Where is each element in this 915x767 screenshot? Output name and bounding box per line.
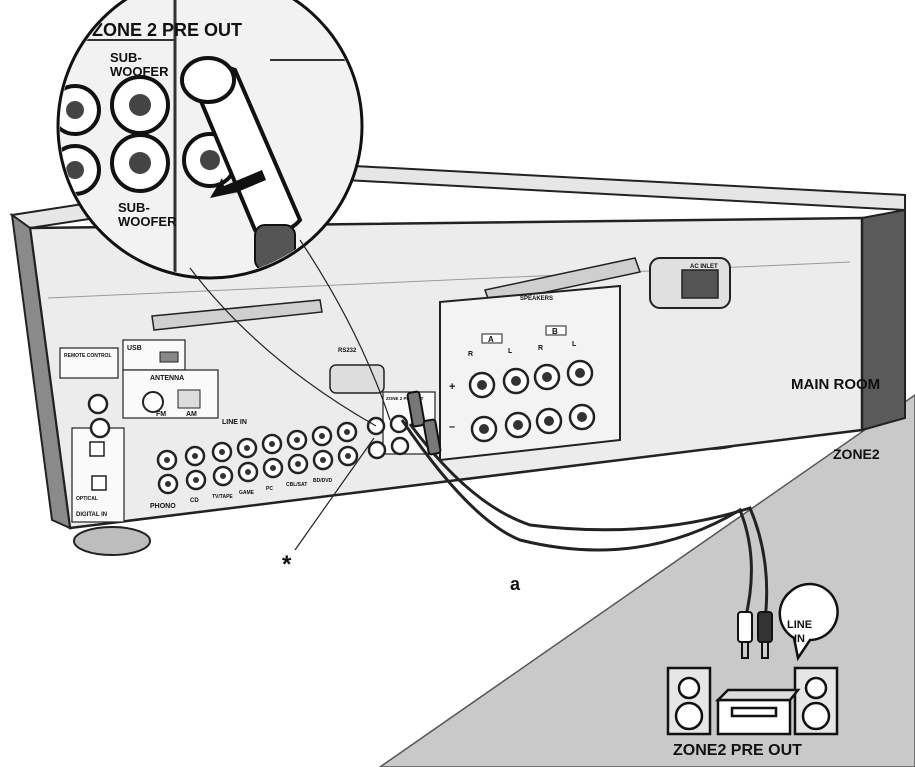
zoom-sub-woofer-top-1: SUB- [110, 50, 142, 65]
asterisk-marker: * [282, 551, 292, 578]
cbl-sat-label: CBL/SAT [286, 482, 307, 488]
zoom-callout: ZONE 2 PRE OUT SUB- WOOFER SUB- WOOFER [56, 0, 364, 280]
speaker-b-r: R [538, 345, 543, 352]
speaker-terminals: SPEAKERS A B R L R L + – [439, 284, 621, 462]
am-label: AM [186, 411, 197, 418]
fm-label: FM [156, 411, 166, 418]
speakers-label: SPEAKERS [520, 296, 553, 302]
cd-label: CD [190, 498, 199, 504]
main-room-label: MAIN ROOM [791, 376, 880, 393]
line-in-bubble-line2: IN [794, 633, 805, 645]
speaker-a-label: A [488, 335, 494, 344]
rca-plugs-receiver [406, 390, 442, 456]
zoom-sub-woofer-top-2: WOOFER [110, 64, 169, 79]
zone2-pre-out-label: ZONE2 PRE OUT [673, 742, 802, 759]
speaker-b-label: B [552, 327, 558, 336]
zoom-zone2-pre-out-label: ZONE 2 PRE OUT [92, 20, 242, 40]
antenna-label: ANTENNA [150, 375, 184, 382]
line-in-bubble-line1: LINE [787, 619, 812, 631]
optical-label: OPTICAL [76, 496, 98, 502]
minus-label: – [449, 421, 455, 433]
insert-arrow-icon [210, 170, 266, 198]
line-in-label: LINE IN [222, 419, 247, 426]
plus-label: + [449, 381, 455, 393]
asterisk-leader-line [294, 437, 375, 551]
remote-control-label: REMOTE CONTROL [64, 353, 112, 359]
rca-cable [400, 419, 769, 621]
zone2-mini-stereo [666, 666, 839, 736]
panel-zone2-pre-out-label: ZONE 2 PRE OUT [386, 396, 424, 401]
rca-plugs-zone2 [737, 611, 773, 659]
bd-dvd-label: BD/DVD [313, 478, 333, 484]
ac-inlet: AC INLET [649, 257, 731, 309]
cable-callout-label: a [510, 574, 521, 594]
game-label: GAME [239, 490, 255, 496]
rca-jacks-line-in [87, 393, 359, 495]
zone2-room-floor [378, 394, 915, 767]
zone2-label: ZONE2 [833, 446, 880, 462]
zoom-leader-lines [189, 239, 391, 427]
speaker-a-r: R [468, 351, 473, 358]
digital-in-label: DIGITAL IN [76, 512, 107, 518]
ac-inlet-label: AC INLET [690, 264, 718, 270]
speaker-a-l: L [508, 348, 513, 355]
phono-label: PHONO [150, 503, 176, 510]
zoom-sub-woofer-bottom-1: SUB- [118, 200, 150, 215]
pc-label: PC [266, 486, 273, 492]
rs232-label: RS232 [338, 348, 357, 354]
zoom-sub-woofer-bottom-2: WOOFER [118, 214, 177, 229]
line-in-bubble: LINE IN [778, 582, 839, 662]
tv-tape-label: TV/TAPE [212, 494, 233, 500]
usb-label: USB [127, 345, 142, 352]
speaker-b-l: L [572, 341, 577, 348]
